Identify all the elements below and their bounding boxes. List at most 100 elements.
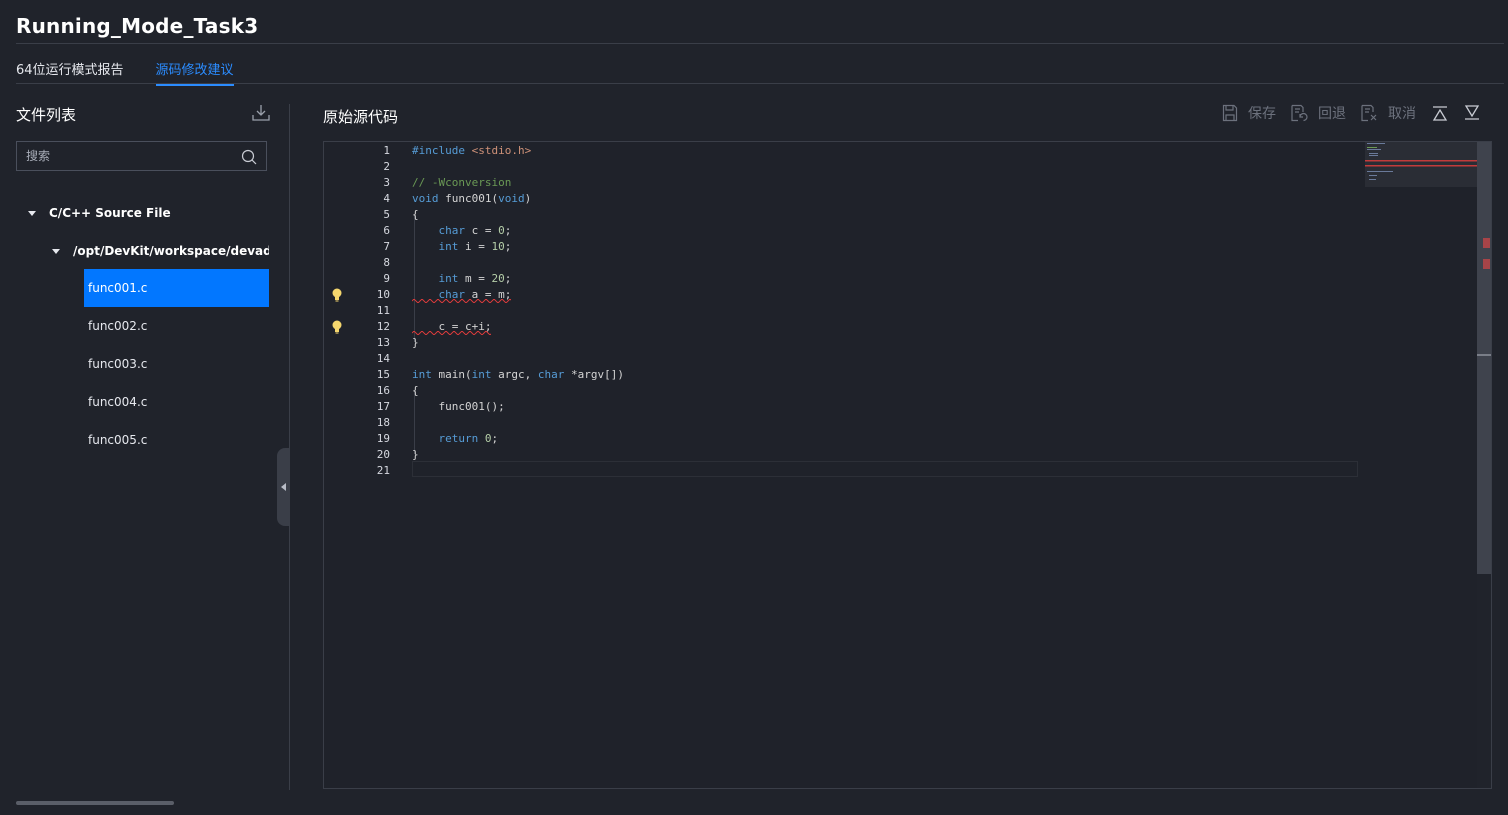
code-line[interactable]: 3 // -Wconversion [324, 175, 1364, 191]
lightbulb-icon[interactable] [331, 320, 343, 334]
code-line[interactable]: 9 int m = 20; [324, 271, 1364, 287]
file-item-func005[interactable]: func005.c [88, 433, 148, 447]
scroll-thumb[interactable] [1477, 142, 1491, 574]
save-button[interactable]: 保存 [1222, 103, 1276, 123]
current-line-highlight [412, 461, 1358, 477]
tree-root-label: C/C++ Source File [49, 206, 171, 220]
line-number: 3 [383, 176, 390, 189]
code-text: char a = m; [438, 288, 512, 301]
tabs-divider [16, 83, 1504, 84]
code-line[interactable]: 21 [324, 463, 1364, 479]
code-text: void func001(void) [412, 192, 532, 205]
file-item-func004[interactable]: func004.c [88, 395, 148, 409]
line-number: 2 [383, 160, 390, 173]
search-icon[interactable] [241, 149, 257, 165]
file-item-func003[interactable]: func003.c [88, 357, 148, 371]
vertical-scrollbar[interactable] [1477, 142, 1491, 788]
tree-root[interactable]: C/C++ Source File [28, 206, 171, 220]
line-number: 1 [383, 144, 390, 157]
previous-issue-icon[interactable] [1432, 105, 1448, 121]
code-line[interactable]: 18 [324, 415, 1364, 431]
line-number: 13 [376, 336, 390, 349]
code-line[interactable]: 10 char a = m; [324, 287, 1364, 303]
error-squiggle [412, 299, 511, 303]
code-text: return 0; [438, 432, 499, 445]
code-line[interactable]: 4 void func001(void) [324, 191, 1364, 207]
code-text: } [412, 448, 419, 461]
search-input[interactable] [17, 142, 236, 170]
code-text: // -Wconversion [412, 176, 512, 189]
code-text: { [412, 208, 419, 221]
caret-down-icon[interactable] [52, 249, 60, 254]
code-text: char c = 0; [438, 224, 512, 237]
cancel-label: 取消 [1388, 106, 1416, 122]
lightbulb-icon[interactable] [331, 288, 343, 302]
collapse-panel-handle[interactable] [277, 448, 289, 526]
save-label: 保存 [1248, 106, 1276, 122]
code-editor[interactable]: 1 #include <stdio.h> 2 3 // -Wconversion 4 voi… [323, 141, 1492, 789]
indent-guide [414, 214, 415, 342]
code-line[interactable]: 6 char c = 0; [324, 223, 1364, 239]
code-line[interactable]: 1 #include <stdio.h> [324, 143, 1364, 159]
line-number: 14 [376, 352, 390, 365]
cancel-icon [1361, 104, 1377, 122]
line-number: 12 [376, 320, 390, 333]
source-code-title: 原始源代码 [323, 108, 399, 126]
rollback-icon [1291, 104, 1308, 122]
code-line[interactable]: 14 [324, 351, 1364, 367]
tree-folder[interactable]: /opt/DevKit/workspace/devadmin/ [52, 244, 269, 258]
overview-error-marker[interactable] [1483, 238, 1490, 248]
code-line[interactable]: 12 c = c+i; [324, 319, 1364, 335]
tab-bar: 64位运行模式报告 源码修改建议 [16, 60, 234, 86]
line-number: 7 [383, 240, 390, 253]
line-number: 19 [376, 432, 390, 445]
code-line[interactable]: 13} [324, 335, 1364, 351]
tab-source-suggestions[interactable]: 源码修改建议 [155, 60, 234, 86]
line-number: 9 [383, 272, 390, 285]
line-number: 6 [383, 224, 390, 237]
next-issue-icon[interactable] [1464, 105, 1480, 121]
minimap[interactable] [1365, 142, 1477, 202]
file-list-panel: 文件列表 C/C++ Source File /opt/DevKit/works… [0, 84, 289, 789]
code-line[interactable]: 17 func001(); [324, 399, 1364, 415]
code-line[interactable]: 15 int main(int argc, char *argv[]) [324, 367, 1364, 383]
code-text: } [412, 336, 419, 349]
code-line[interactable]: 16 { [324, 383, 1364, 399]
editor-toolbar: 保存 回退 取消 [1208, 102, 1480, 124]
code-line[interactable]: 11 [324, 303, 1364, 319]
code-text: #include <stdio.h> [412, 144, 532, 157]
code-text: func001(); [412, 400, 505, 413]
line-number: 17 [376, 400, 390, 413]
code-text: int i = 10; [438, 240, 512, 253]
cancel-button[interactable]: 取消 [1360, 103, 1416, 123]
line-number: 11 [376, 304, 390, 317]
code-text: c = c+i; [412, 320, 492, 333]
line-number: 15 [376, 368, 390, 381]
code-line[interactable]: 19 return 0; [324, 431, 1364, 447]
code-line[interactable]: 20} [324, 447, 1364, 463]
rollback-button[interactable]: 回退 [1290, 103, 1346, 123]
line-number: 4 [383, 192, 390, 205]
horizontal-scrollbar[interactable] [16, 801, 174, 805]
line-number: 16 [376, 384, 390, 397]
code-line[interactable]: 8 [324, 255, 1364, 271]
download-icon[interactable] [251, 104, 271, 122]
file-item-func001[interactable]: func001.c [84, 269, 269, 307]
save-icon [1222, 104, 1238, 122]
code-line[interactable]: 7 int i = 10; [324, 239, 1364, 255]
panel-divider [289, 104, 290, 790]
code-line[interactable]: 5{ [324, 207, 1364, 223]
overview-error-marker[interactable] [1483, 259, 1490, 269]
page-title: Running_Mode_Task3 [16, 14, 259, 38]
code-text: { [412, 384, 419, 397]
line-number: 5 [383, 208, 390, 221]
overview-cursor-marker [1477, 354, 1491, 356]
tab-64bit-report[interactable]: 64位运行模式报告 [16, 63, 124, 78]
file-item-func002[interactable]: func002.c [88, 319, 148, 333]
caret-down-icon[interactable] [28, 211, 36, 216]
code-line[interactable]: 2 [324, 159, 1364, 175]
line-number: 21 [376, 464, 390, 477]
code-text: int main(int argc, char *argv[]) [412, 368, 624, 381]
code-text: int m = 20; [438, 272, 512, 285]
tree-folder-label: /opt/DevKit/workspace/devadmin/ [73, 244, 269, 258]
